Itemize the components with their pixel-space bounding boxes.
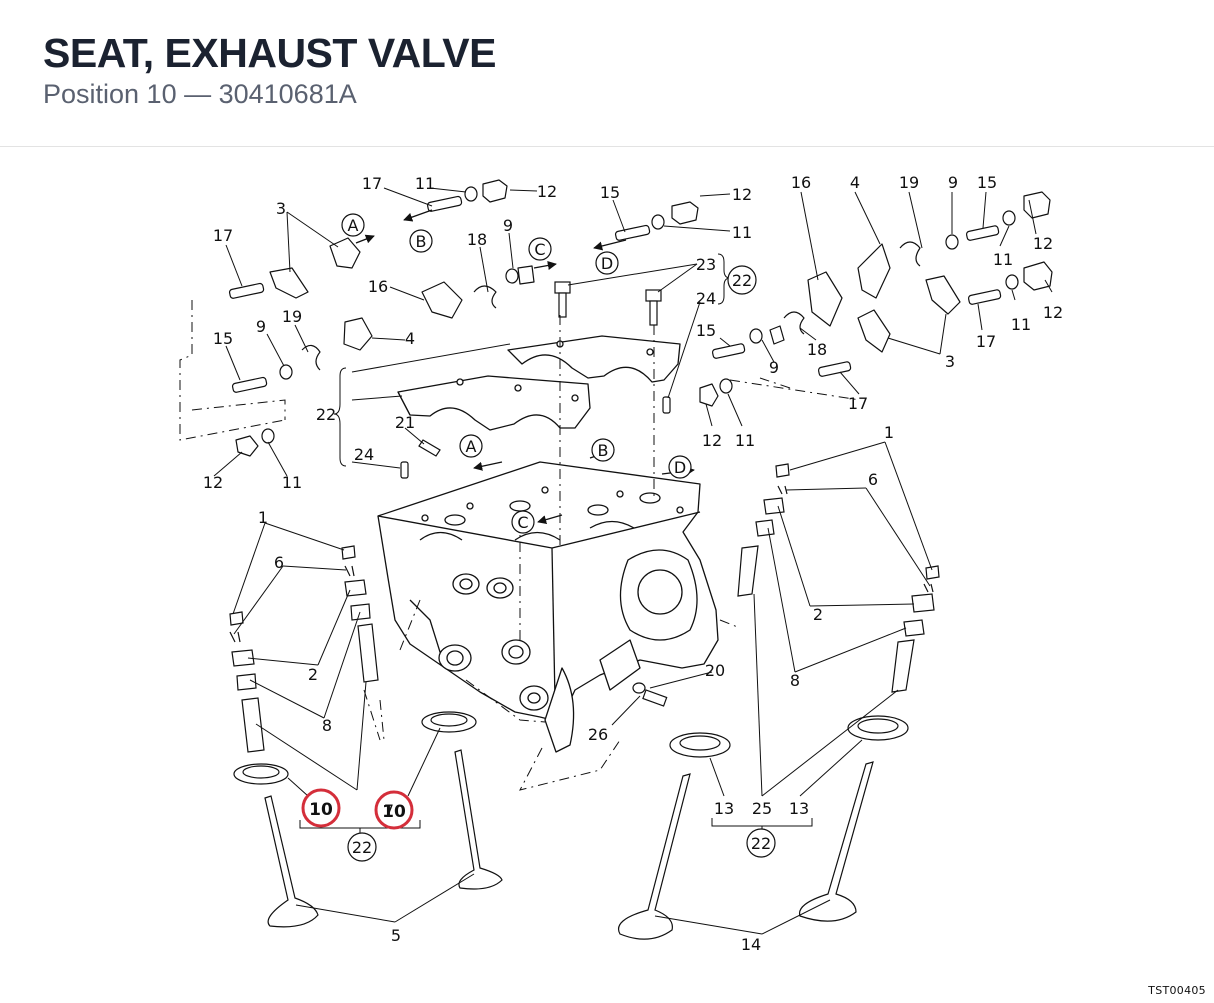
svg-text:15: 15 bbox=[213, 329, 233, 348]
page-subtitle: Position 10 — 30410681A bbox=[43, 79, 357, 109]
svg-text:15: 15 bbox=[696, 321, 716, 340]
svg-text:24: 24 bbox=[696, 289, 716, 308]
svg-text:18: 18 bbox=[467, 230, 487, 249]
cylinder-head-drawing bbox=[377, 461, 719, 753]
svg-text:16: 16 bbox=[791, 173, 811, 192]
drawing-code: TST00405 bbox=[1148, 984, 1206, 997]
marker-c bbox=[528, 237, 552, 261]
svg-text:B: B bbox=[416, 232, 427, 251]
bolts-drawing bbox=[400, 281, 671, 707]
left-valve-stack-drawing bbox=[229, 545, 503, 928]
svg-text:22: 22 bbox=[316, 405, 336, 424]
svg-text:12: 12 bbox=[702, 431, 722, 450]
svg-text:4: 4 bbox=[850, 173, 860, 192]
svg-text:17: 17 bbox=[976, 332, 996, 351]
svg-text:9: 9 bbox=[948, 173, 958, 192]
svg-text:18: 18 bbox=[807, 340, 827, 359]
svg-text:2: 2 bbox=[308, 665, 318, 684]
leader-lines bbox=[179, 187, 1053, 935]
svg-text:13: 13 bbox=[789, 799, 809, 818]
svg-text:11: 11 bbox=[732, 223, 752, 242]
highlighted-position-10[interactable]: 10 10 bbox=[301, 788, 414, 830]
svg-text:11: 11 bbox=[415, 174, 435, 193]
marker-a bbox=[459, 434, 483, 458]
callout-10-left: 10 bbox=[309, 800, 333, 820]
svg-text:17: 17 bbox=[362, 174, 382, 193]
ref-22-circle bbox=[727, 265, 757, 295]
svg-text:2: 2 bbox=[813, 605, 823, 624]
svg-text:19: 19 bbox=[282, 307, 302, 326]
svg-text:9: 9 bbox=[256, 317, 266, 336]
svg-text:25: 25 bbox=[752, 799, 772, 818]
svg-text:6: 6 bbox=[868, 470, 878, 489]
svg-text:6: 6 bbox=[274, 553, 284, 572]
right-valve-stack-drawing bbox=[618, 463, 940, 940]
svg-text:12: 12 bbox=[537, 182, 557, 201]
svg-text:17: 17 bbox=[213, 226, 233, 245]
svg-text:16: 16 bbox=[368, 277, 388, 296]
bearing-caps-drawing bbox=[397, 335, 681, 431]
svg-text:A: A bbox=[348, 216, 359, 235]
highlight-ring-10-left bbox=[301, 788, 341, 828]
svg-text:26: 26 bbox=[588, 725, 608, 744]
svg-text:D: D bbox=[601, 254, 613, 273]
marker-d bbox=[595, 251, 619, 275]
svg-text:C: C bbox=[517, 513, 528, 532]
svg-text:12: 12 bbox=[203, 473, 223, 492]
page-title: SEAT, EXHAUST VALVE bbox=[43, 30, 496, 76]
svg-text:19: 19 bbox=[899, 173, 919, 192]
svg-text:22: 22 bbox=[352, 838, 372, 857]
svg-text:11: 11 bbox=[282, 473, 302, 492]
svg-text:14: 14 bbox=[741, 935, 761, 954]
marker-d bbox=[668, 455, 692, 479]
svg-text:9: 9 bbox=[503, 216, 513, 235]
svg-text:12: 12 bbox=[1033, 234, 1053, 253]
marker-b bbox=[409, 229, 433, 253]
svg-text:12: 12 bbox=[1043, 303, 1063, 322]
callout-numbers: 17 11 12 3 17 18 9 16 15 9 19 4 22 21 24… bbox=[203, 173, 1063, 954]
svg-text:C: C bbox=[534, 240, 545, 259]
svg-text:4: 4 bbox=[405, 329, 415, 348]
marker-b bbox=[591, 438, 615, 462]
svg-text:22: 22 bbox=[751, 834, 771, 853]
svg-text:3: 3 bbox=[945, 352, 955, 371]
svg-text:11: 11 bbox=[735, 431, 755, 450]
svg-text:8: 8 bbox=[790, 671, 800, 690]
svg-text:21: 21 bbox=[395, 413, 415, 432]
marker-c bbox=[511, 510, 535, 534]
svg-text:D: D bbox=[674, 458, 686, 477]
svg-text:20: 20 bbox=[705, 661, 725, 680]
reference-marker-letters: A B C D A B C D 22 22 22 bbox=[348, 216, 772, 857]
svg-text:13: 13 bbox=[714, 799, 734, 818]
svg-text:7: 7 bbox=[384, 801, 394, 820]
ref-22-circle bbox=[746, 828, 776, 858]
rocker-hardware-drawing bbox=[228, 179, 1053, 457]
svg-text:24: 24 bbox=[354, 445, 374, 464]
svg-text:15: 15 bbox=[600, 183, 620, 202]
svg-text:5: 5 bbox=[391, 926, 401, 945]
svg-text:11: 11 bbox=[1011, 315, 1031, 334]
callout-10-right: 10 bbox=[382, 802, 406, 822]
svg-text:B: B bbox=[598, 441, 609, 460]
svg-text:A: A bbox=[466, 437, 477, 456]
svg-text:9: 9 bbox=[769, 358, 779, 377]
svg-text:3: 3 bbox=[276, 199, 286, 218]
svg-text:1: 1 bbox=[884, 423, 894, 442]
svg-text:17: 17 bbox=[848, 394, 868, 413]
svg-text:22: 22 bbox=[732, 271, 752, 290]
svg-text:1: 1 bbox=[258, 508, 268, 527]
svg-text:15: 15 bbox=[977, 173, 997, 192]
header: SEAT, EXHAUST VALVE Position 10 — 304106… bbox=[0, 0, 1214, 147]
ref-22-circle bbox=[347, 832, 377, 862]
marker-a bbox=[341, 213, 365, 237]
reference-markers bbox=[341, 213, 776, 862]
svg-text:8: 8 bbox=[322, 716, 332, 735]
highlight-ring-10-right bbox=[374, 790, 414, 830]
svg-text:12: 12 bbox=[732, 185, 752, 204]
svg-text:23: 23 bbox=[696, 255, 716, 274]
svg-text:11: 11 bbox=[993, 250, 1013, 269]
